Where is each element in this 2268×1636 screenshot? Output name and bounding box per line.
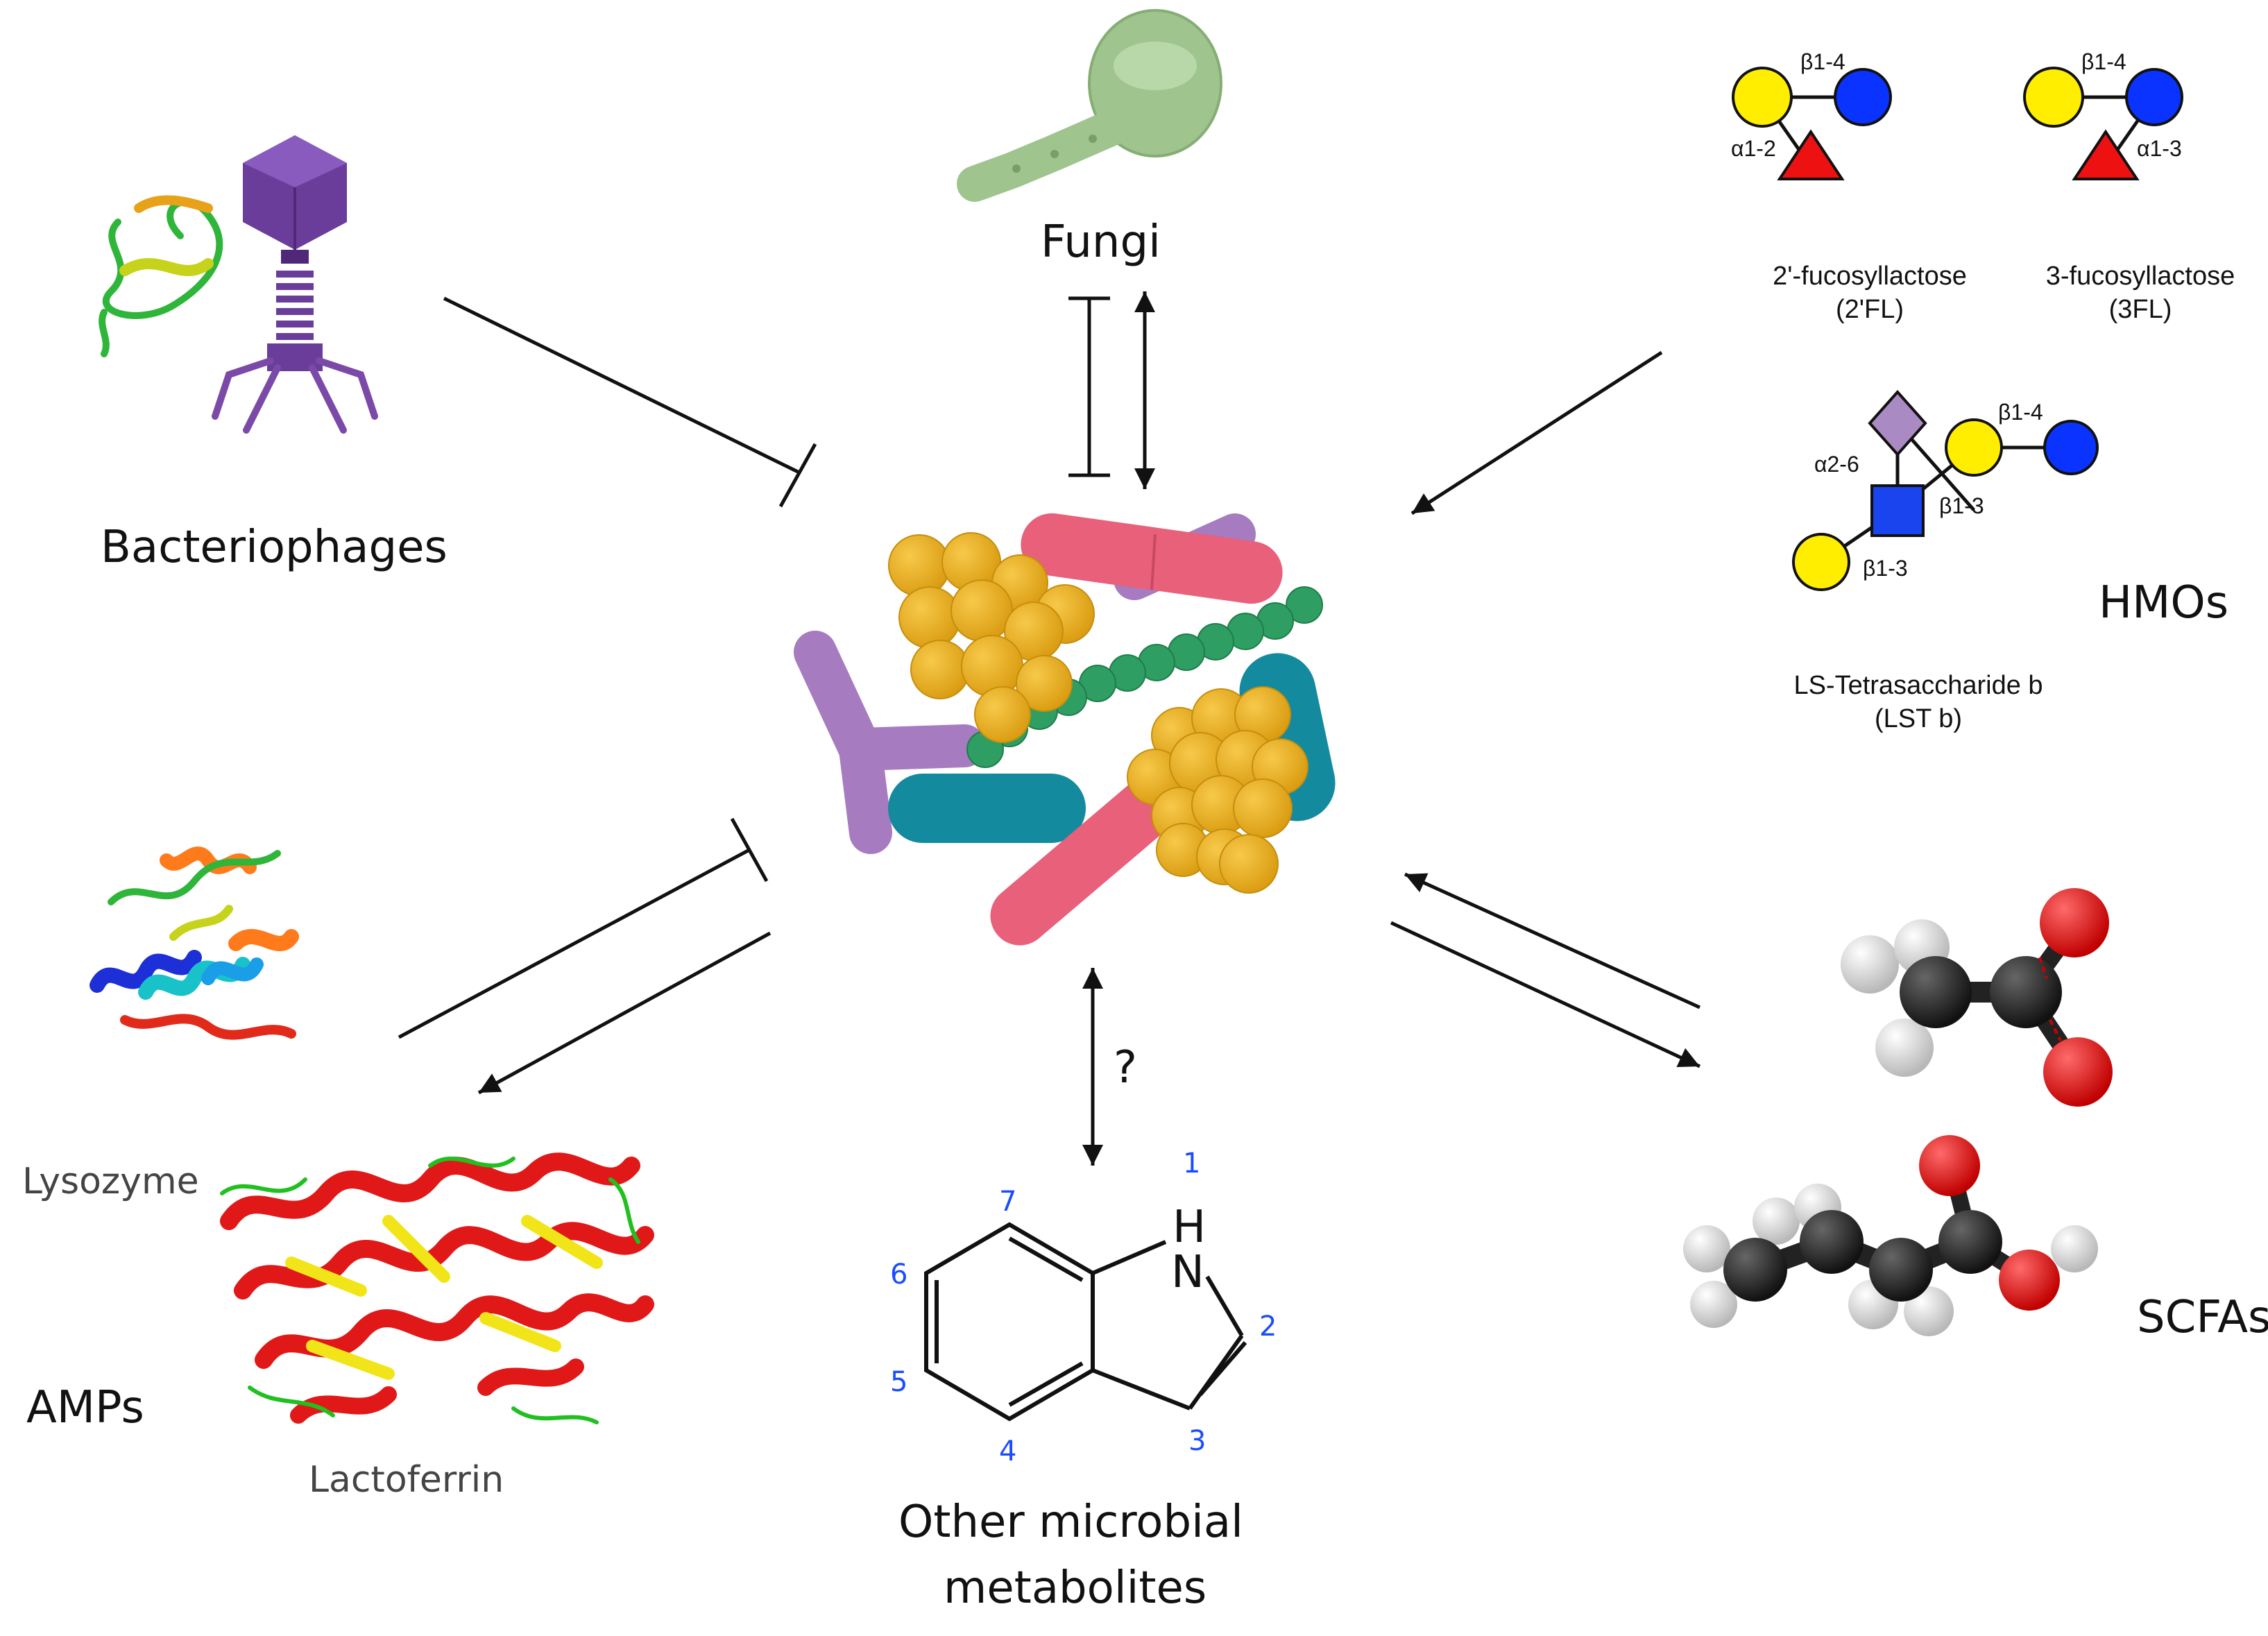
lactoferrin-structure (220, 1152, 654, 1424)
bacteriophage-illustration (212, 135, 378, 434)
hmo-3fl-structure (2023, 67, 2183, 180)
microbiota-to-scfa-arrow (1390, 921, 1701, 1068)
lysozyme-label: Lysozyme (22, 1161, 199, 1202)
bacteriophages-label: Bacteriophages (101, 522, 447, 573)
indole-number-1: 1 (1183, 1148, 1200, 1179)
hmo-arrow (1410, 350, 1663, 515)
indole-number-3: 3 (1188, 1425, 1206, 1457)
indole-number-2: 2 (1259, 1311, 1277, 1343)
lysozyme-helices (89, 850, 299, 1040)
lstb-abbr: (LST b) (1875, 704, 1962, 733)
lstb-name: LS-Tetrasaccharide b (1793, 671, 2043, 700)
indole-number-7: 7 (999, 1186, 1016, 1218)
scfas-label: SCFAs (2137, 1292, 2268, 1343)
linkage-fl2-b14: β1-4 (1800, 49, 1845, 74)
indole-atom-n: N (1171, 1247, 1204, 1298)
butyrate-molecule (1683, 1135, 2098, 1336)
microbiota-to-amp-arrow (477, 931, 771, 1095)
linkage-fl3-b14: β1-4 (2081, 49, 2126, 74)
microbiota-cluster (794, 513, 1336, 946)
fl3-name: 3-fucosyllactose (2046, 262, 2235, 291)
other-metabolites-label-line1: Other microbial (898, 1497, 1243, 1548)
amp-inhibition-line (398, 848, 751, 1039)
fl2-abbr: (2'FL) (1836, 295, 1904, 324)
fl3-abbr: (3FL) (2109, 295, 2172, 324)
unknown-interaction-mark: ? (1114, 1042, 1137, 1093)
fungi-label: Fungi (1041, 216, 1161, 268)
indole-atom-h: H (1173, 1202, 1206, 1253)
lactoferrin-label: Lactoferrin (309, 1459, 504, 1501)
indole-number-5: 5 (890, 1366, 907, 1398)
fungi-illustration (957, 9, 1222, 202)
linkage-lst-b14: β1-4 (1998, 400, 2043, 425)
indole-structure (924, 1222, 1247, 1422)
linkage-fl3-a13: α1-3 (2137, 136, 2182, 161)
scfa-to-microbiota-arrow (1404, 872, 1701, 1009)
linkage-lst-b13-lower: β1-3 (1863, 556, 1908, 581)
indole-number-6: 6 (890, 1259, 907, 1290)
linkage-lst-b13-upper: β1-3 (1939, 493, 1984, 518)
interaction-arrows (398, 291, 1701, 1166)
phage-inhibition-bar (778, 443, 817, 508)
hmo-2fl-structure (1732, 67, 1892, 180)
hmos-label: HMOs (2099, 577, 2228, 629)
other-metabolites-label-line2: metabolites (944, 1562, 1207, 1614)
fl2-name: 2'-fucosyllactose (1773, 262, 1967, 291)
indole-number-4: 4 (999, 1435, 1016, 1467)
amps-label: AMPs (26, 1382, 144, 1433)
amp-inhibition-bar (730, 817, 769, 883)
linkage-fl2-a12: α1-2 (1731, 136, 1776, 161)
hmo-lstb-structure (1792, 389, 2099, 591)
acetate-molecule (1841, 888, 2113, 1107)
linkage-lst-a26: α2-6 (1814, 452, 1859, 477)
phage-inhibition-line (443, 296, 799, 474)
